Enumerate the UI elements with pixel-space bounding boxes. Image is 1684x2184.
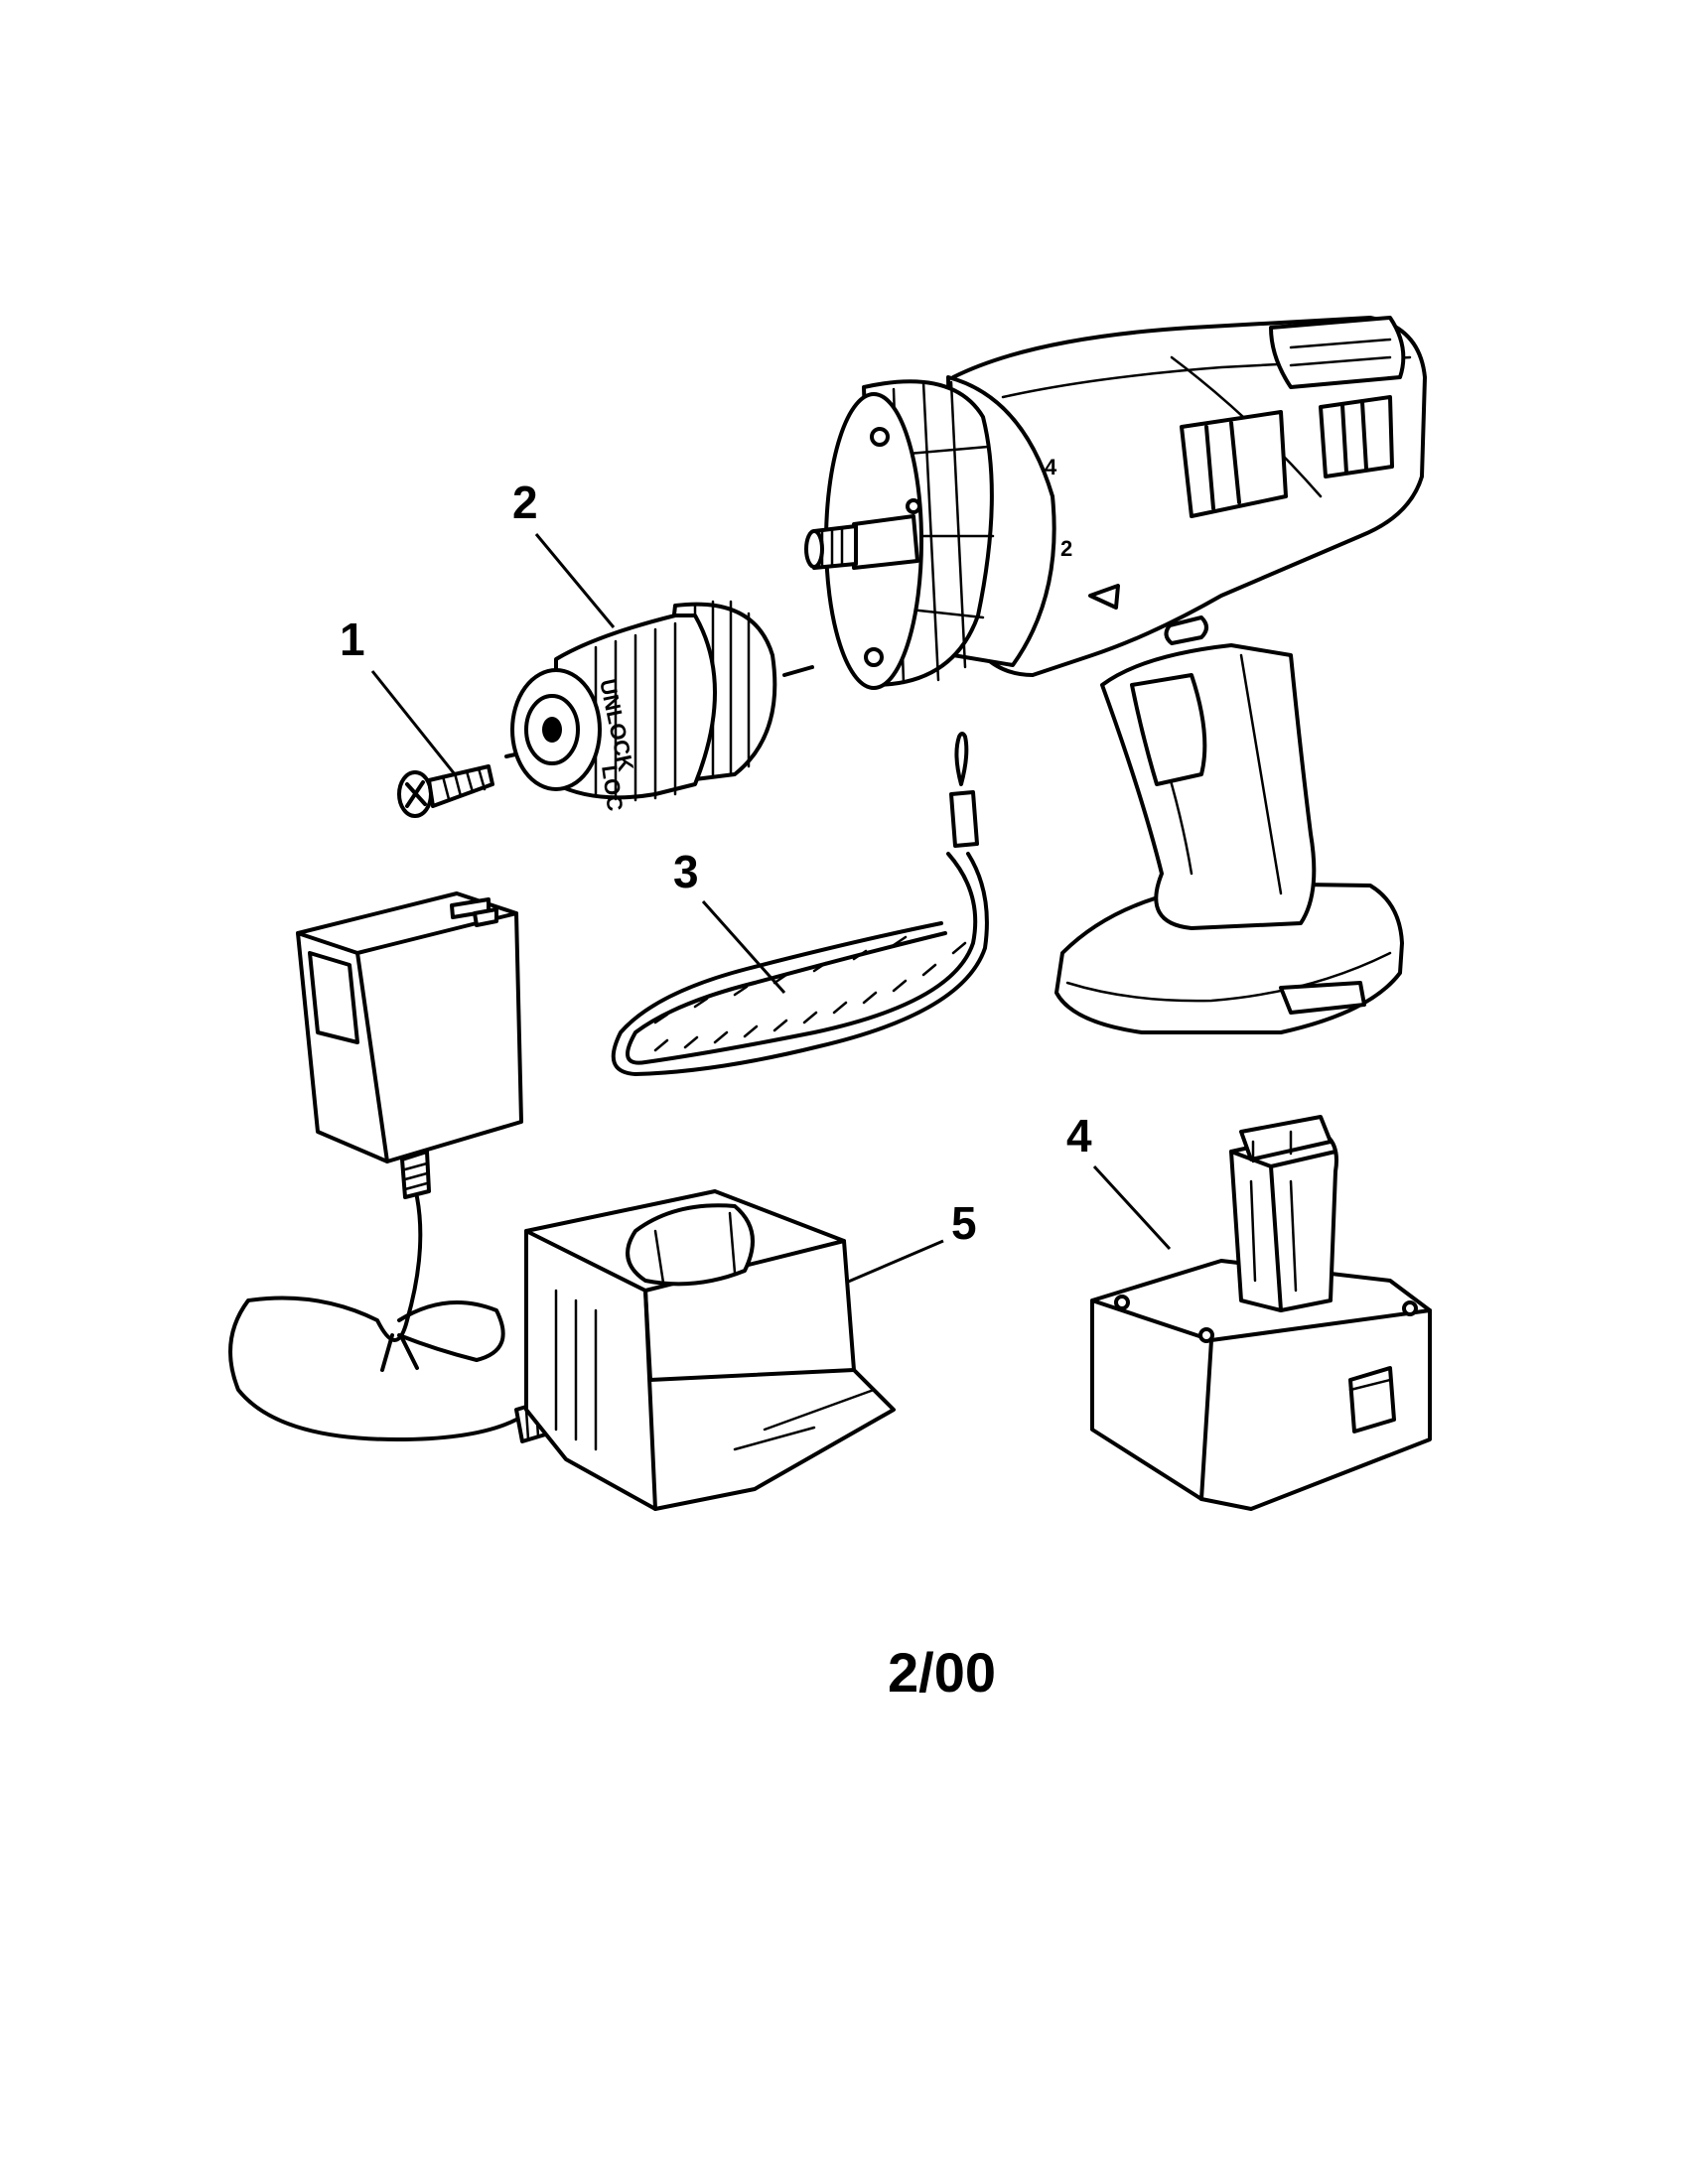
callout-4: 4	[1066, 1110, 1092, 1161]
battery-pack	[1090, 1115, 1432, 1511]
screw	[397, 764, 494, 818]
battery-charger	[524, 1189, 896, 1511]
clutch-number-4: 4	[1045, 455, 1057, 479]
leader-line-1	[370, 670, 457, 775]
clutch-number-2: 2	[1060, 536, 1072, 561]
callout-5: 5	[951, 1197, 977, 1249]
leader-line-2	[534, 533, 616, 628]
leader-line-5	[845, 1239, 944, 1285]
callout-1: 1	[340, 614, 365, 665]
drill-chuck: UNLOCK LOC	[510, 600, 777, 813]
callout-2: 2	[512, 477, 538, 528]
wrist-strap	[611, 732, 989, 1076]
wall-adapter	[228, 891, 564, 1443]
chuck-lock-text: LOC	[597, 763, 628, 813]
date-code: 2/00	[888, 1641, 996, 1704]
callout-3: 3	[673, 846, 699, 897]
leader-line-4	[1092, 1164, 1172, 1251]
cordless-drill: 4 2	[804, 316, 1427, 1034]
axis-dash	[782, 665, 814, 677]
leader-line-3	[701, 900, 786, 994]
